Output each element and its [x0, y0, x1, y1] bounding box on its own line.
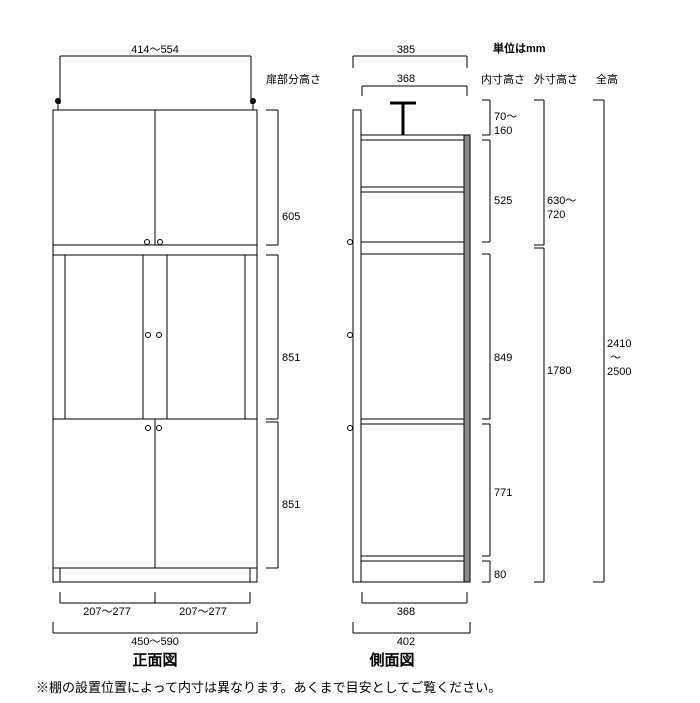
side-door-panel	[352, 109, 362, 583]
shelf	[360, 418, 465, 425]
door-height-middle: 851	[282, 352, 300, 364]
door-width-left: 207〜277	[83, 606, 131, 618]
knob-icon	[145, 332, 151, 338]
side-inner-depth-top: 368	[397, 73, 415, 85]
front-outer-width: 450〜590	[131, 636, 179, 648]
door-height-upper: 605	[282, 211, 300, 223]
top-board	[360, 134, 465, 141]
unit-label: 単位はmm	[493, 41, 546, 55]
outer-height-upper-2: 720	[547, 209, 565, 221]
side-panel-left	[52, 254, 66, 420]
divider-shelf	[52, 244, 258, 256]
knob-icon	[145, 425, 151, 431]
knob-icon	[347, 425, 353, 431]
lower-door-right	[154, 418, 258, 569]
front-plinth	[52, 567, 258, 583]
side-view: 385 368 70〜 160 525 849 771	[347, 44, 631, 669]
front-view-title: 正面図	[132, 652, 177, 669]
knob-icon	[156, 332, 162, 338]
knob-icon	[144, 239, 150, 245]
inner-height-middle: 849	[494, 352, 512, 364]
knob-icon	[347, 239, 353, 245]
side-depth-top: 385	[397, 44, 415, 56]
brace-pin-icon	[55, 98, 61, 104]
outer-height-upper-1: 630〜	[547, 195, 576, 207]
brace-pin-icon	[250, 98, 256, 104]
header-door-height: 扉部分高さ	[266, 72, 321, 86]
front-inner-width-label: 414〜554	[131, 44, 179, 56]
inner-top-gap-2: 160	[494, 125, 512, 137]
side-view-title: 側面図	[368, 651, 414, 669]
inner-top-gap-1: 70〜	[494, 111, 517, 123]
side-inner-depth-bottom: 368	[397, 606, 415, 618]
middle-door-right	[166, 254, 246, 420]
header-total-height: 全高	[596, 72, 618, 86]
total-height-2: 〜	[610, 352, 621, 364]
side-panel-right	[244, 254, 258, 420]
side-outer-depth: 402	[397, 636, 415, 648]
door-width-right: 207〜277	[179, 606, 227, 618]
inner-height-lower: 771	[494, 487, 512, 499]
knob-icon	[157, 239, 163, 245]
footnote: ※棚の設置位置によって内寸は異なります。あくまで目安としてご覧ください。	[36, 680, 501, 695]
middle-door-left	[64, 254, 144, 420]
inner-height-base: 80	[494, 569, 506, 581]
lower-door-left	[52, 418, 156, 569]
total-height-1: 2410	[607, 338, 631, 350]
divider-shelf-side	[360, 241, 465, 255]
upper-door-right	[154, 109, 258, 246]
door-knobs	[144, 239, 163, 431]
outer-height-lower: 1780	[547, 365, 571, 377]
front-view: 414〜554	[52, 44, 300, 669]
upper-door-left	[52, 109, 156, 246]
side-carcass	[360, 134, 468, 583]
total-height-3: 2500	[607, 366, 631, 378]
header-outer-height: 外寸高さ	[534, 72, 578, 86]
back-panel	[463, 134, 471, 583]
door-height-lower: 851	[282, 499, 300, 511]
shelf	[360, 186, 465, 193]
header-inner-height: 内寸高さ	[481, 72, 525, 86]
bottom-board	[360, 555, 465, 562]
knob-icon	[156, 425, 162, 431]
inner-height-upper: 525	[494, 195, 512, 207]
knob-icon	[347, 332, 353, 338]
